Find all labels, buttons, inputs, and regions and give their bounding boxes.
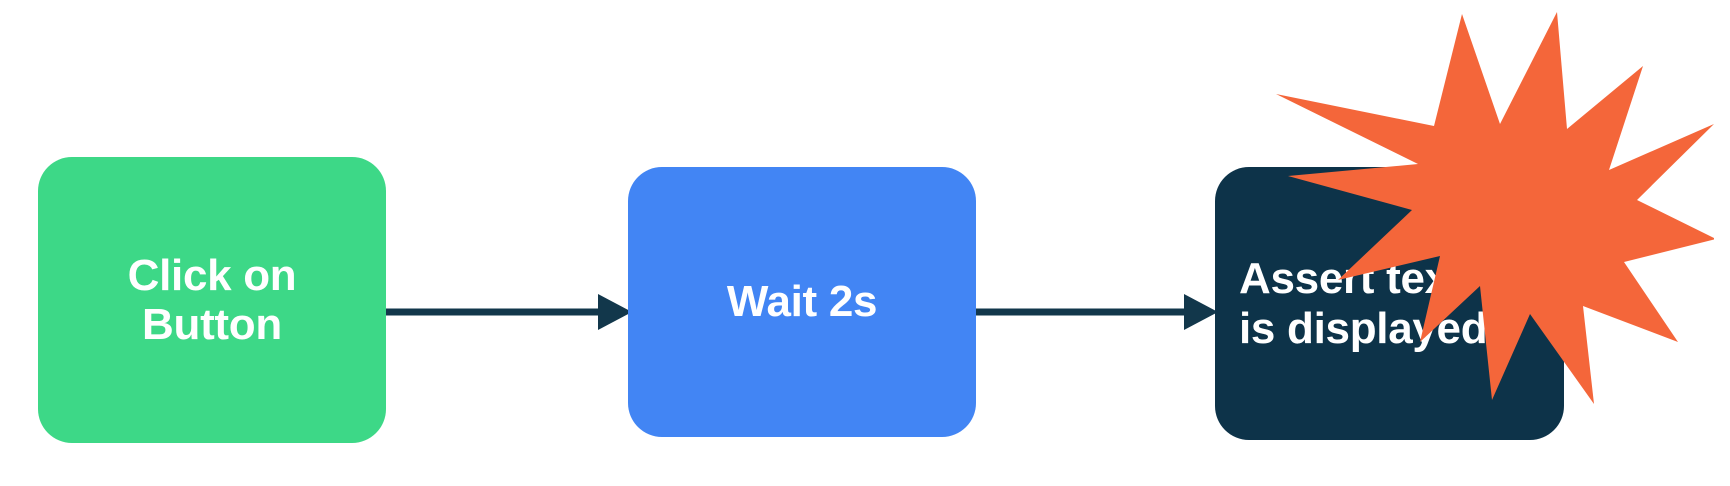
edge-click-to-wait <box>380 294 632 330</box>
node-assert-text-is-displayed-label: Assert text is displayed <box>1239 254 1488 353</box>
node-click-on-button[interactable]: Click on Button <box>38 157 386 443</box>
arrowhead-icon <box>598 294 632 330</box>
node-assert-text-is-displayed[interactable]: Assert text is displayed <box>1215 167 1564 440</box>
edge-wait-to-assert <box>970 294 1218 330</box>
node-wait-2s[interactable]: Wait 2s <box>628 167 976 437</box>
node-click-on-button-label: Click on Button <box>127 250 297 349</box>
node-wait-2s-label: Wait 2s <box>726 277 878 327</box>
arrowhead-icon <box>1184 294 1218 330</box>
